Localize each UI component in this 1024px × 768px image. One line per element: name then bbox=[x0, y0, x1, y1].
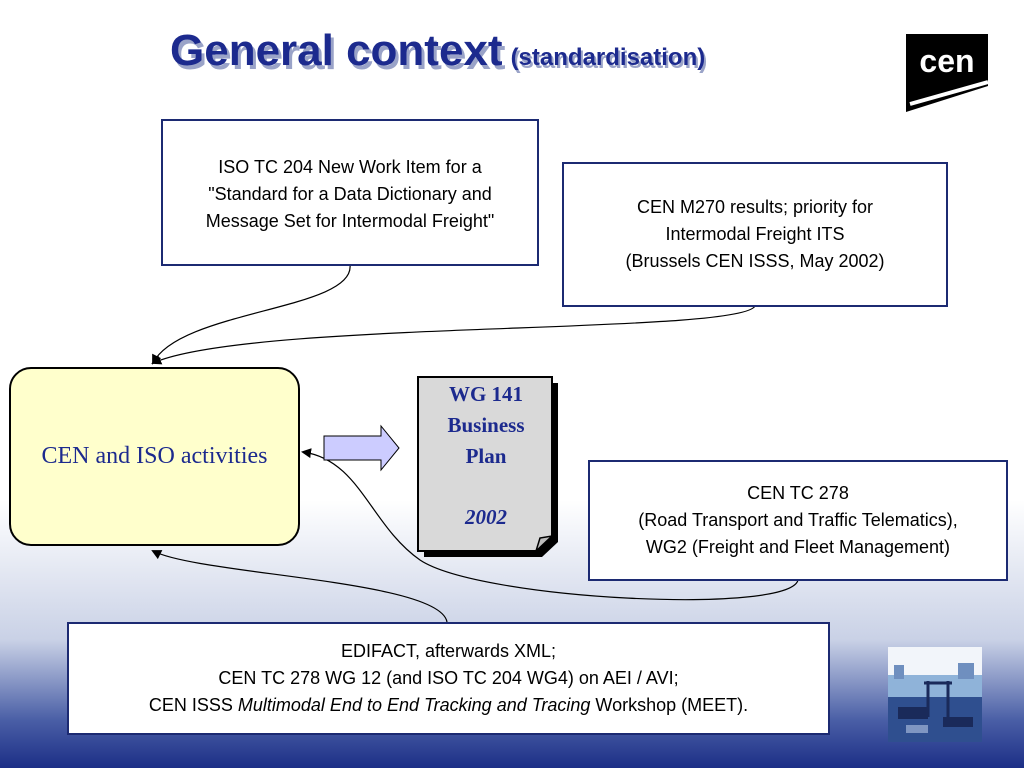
m270-line-3: (Brussels CEN ISSS, May 2002) bbox=[625, 251, 885, 271]
document-title: WG 141 Business Plan bbox=[419, 379, 553, 472]
document-year: 2002 bbox=[465, 505, 507, 529]
tc278-line-1: CEN TC 278 bbox=[747, 483, 849, 503]
edifact-line-2: CEN TC 278 WG 12 (and ISO TC 204 WG4) on… bbox=[218, 668, 679, 688]
iso-work-item-box: ISO TC 204 New Work Item for a "Standard… bbox=[161, 119, 539, 266]
connector-edifact bbox=[151, 550, 448, 623]
connector-iso bbox=[152, 264, 351, 365]
block-arrow bbox=[323, 424, 400, 472]
title-sub: (standardisation) bbox=[510, 44, 706, 71]
iso-line-3: Message Set for Intermodal Freight" bbox=[205, 211, 495, 231]
m270-line-2: Intermodal Freight ITS bbox=[665, 224, 845, 244]
title-main: General context bbox=[170, 26, 503, 75]
cen-iso-activities-box: CEN and ISO activities bbox=[9, 367, 300, 546]
logo-text: cen bbox=[919, 43, 974, 79]
business-plan-document bbox=[417, 376, 558, 557]
connector-tc278 bbox=[301, 448, 799, 601]
port-scene-image bbox=[888, 647, 982, 742]
edifact-box: EDIFACT, afterwards XML; CEN TC 278 WG 1… bbox=[67, 622, 830, 735]
edifact-line-3-post: Workshop (MEET). bbox=[590, 695, 749, 715]
cen-logo: cen bbox=[906, 34, 988, 112]
connector-m270 bbox=[151, 305, 756, 365]
cen-tc278-box: CEN TC 278 (Road Transport and Traffic T… bbox=[588, 460, 1008, 581]
iso-line-1: ISO TC 204 New Work Item for a bbox=[218, 157, 482, 177]
edifact-line-1: EDIFACT, afterwards XML; bbox=[340, 641, 557, 661]
document-line-2: Business bbox=[447, 413, 525, 437]
page-title: General context (standardisation) bbox=[170, 26, 870, 76]
edifact-line-3-pre: CEN ISSS bbox=[148, 695, 238, 715]
cen-iso-activities-label: CEN and ISO activities bbox=[41, 443, 268, 469]
tc278-line-2: (Road Transport and Traffic Telematics), bbox=[638, 510, 958, 530]
tc278-line-3: WG2 (Freight and Fleet Management) bbox=[645, 537, 951, 557]
iso-line-2: "Standard for a Data Dictionary and bbox=[208, 184, 492, 204]
cen-m270-box: CEN M270 results; priority for Intermoda… bbox=[562, 162, 948, 307]
document-line-3: Plan bbox=[465, 444, 507, 468]
edifact-line-3: CEN ISSS Multimodal End to End Tracking … bbox=[149, 692, 748, 719]
m270-line-1: CEN M270 results; priority for bbox=[636, 197, 874, 217]
document-line-1: WG 141 bbox=[448, 382, 524, 406]
edifact-line-3-italic: Multimodal End to End Tracking and Traci… bbox=[237, 695, 591, 715]
